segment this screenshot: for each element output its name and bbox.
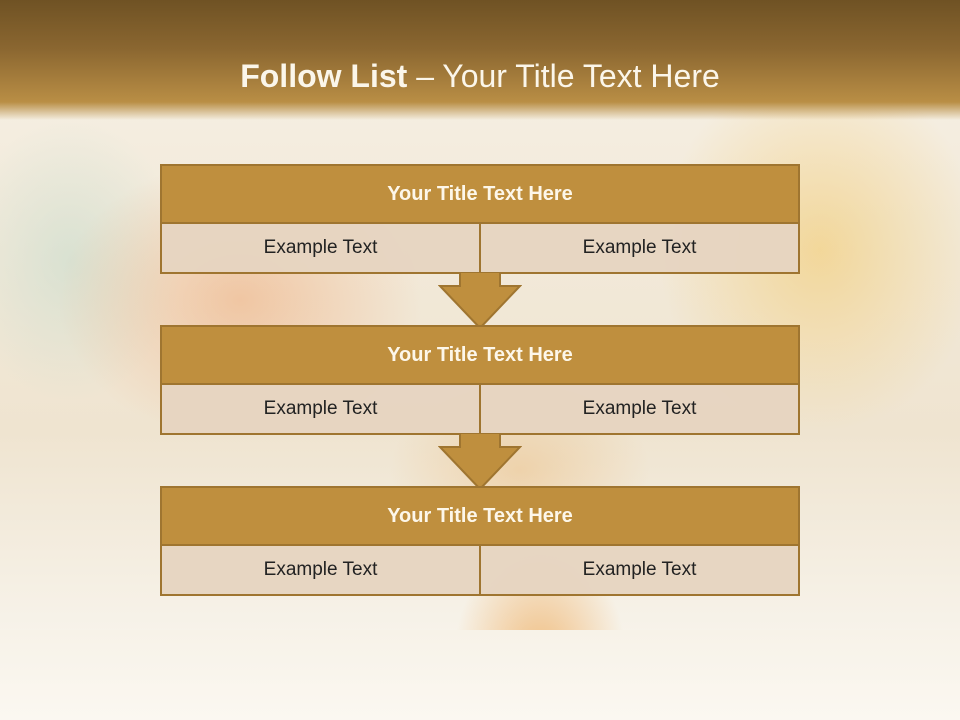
step-box-2: Your Title Text Here Example Text Exampl… [160, 325, 800, 435]
step-row-1: Example Text Example Text [162, 224, 798, 272]
background-floor [0, 630, 960, 720]
step-1-left-text: Example Text [263, 237, 378, 258]
title-bar: Follow List – Your Title Text Here [0, 0, 960, 120]
step-title-1: Your Title Text Here [162, 166, 798, 224]
slide-title: Follow List – Your Title Text Here [0, 55, 960, 97]
slide-title-bold: Follow List [240, 58, 408, 94]
step-2-right-text: Example Text [479, 385, 798, 433]
step-box-3: Your Title Text Here Example Text Exampl… [160, 486, 800, 596]
down-arrow-icon [438, 433, 522, 491]
step-row-3: Example Text Example Text [162, 546, 798, 594]
step-3-left-text: Example Text [263, 559, 378, 580]
slide-title-rest: – Your Title Text Here [407, 58, 720, 94]
step-2-left-text: Example Text [263, 398, 378, 419]
step-3-right-text: Example Text [479, 546, 798, 594]
down-arrow-icon [438, 272, 522, 330]
step-row-2: Example Text Example Text [162, 385, 798, 433]
step-1-right-text: Example Text [479, 224, 798, 272]
step-title-3: Your Title Text Here [162, 488, 798, 546]
step-box-1: Your Title Text Here Example Text Exampl… [160, 164, 800, 274]
step-title-2: Your Title Text Here [162, 327, 798, 385]
